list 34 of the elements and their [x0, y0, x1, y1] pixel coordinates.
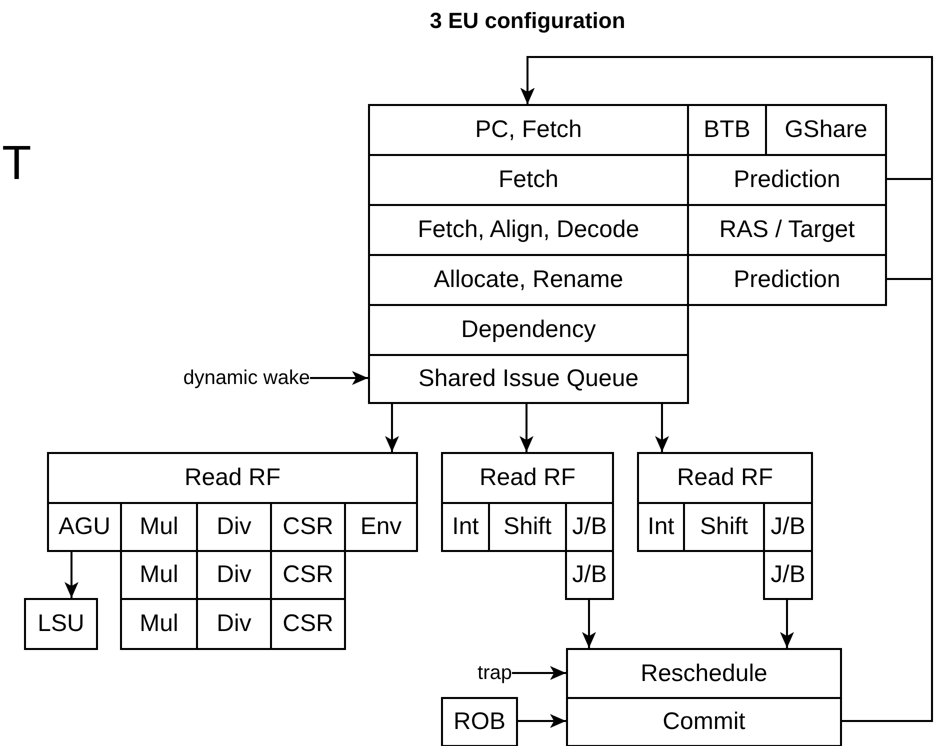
arrow: [520, 402, 534, 452]
partial-text: T: [2, 140, 32, 188]
stage-cell: Shared Issue Queue: [368, 354, 689, 404]
arrow: [655, 402, 669, 452]
stage-cell: Read RF: [637, 452, 813, 504]
arrow: [780, 598, 794, 648]
input-label: dynamic wake: [130, 360, 310, 396]
stage-cell: CSR: [270, 598, 346, 650]
stage-cell: LSU: [24, 598, 98, 650]
arrow: [582, 598, 596, 648]
stage-cell: Env: [344, 502, 418, 552]
input-label: trap: [420, 656, 512, 690]
arrow: [520, 56, 933, 722]
stage-cell: AGU: [47, 502, 122, 552]
arrow: [310, 371, 368, 385]
stage-cell: Prediction: [687, 254, 887, 306]
stage-cell: Read RF: [441, 452, 614, 504]
arrow: [385, 402, 399, 452]
stage-cell: Mul: [120, 598, 198, 650]
stage-cell: PC, Fetch: [368, 104, 689, 156]
arrow: [516, 714, 566, 728]
arrow: [64, 550, 78, 598]
stage-cell: ROB: [441, 697, 518, 746]
stage-cell: J/B: [763, 550, 813, 600]
title: 3 EU configuration: [428, 8, 626, 34]
stage-cell: Int: [637, 502, 685, 552]
stage-cell: Reschedule: [566, 648, 842, 699]
stage-cell: J/B: [565, 550, 614, 600]
stage-cell: GShare: [765, 104, 887, 156]
arrow: [512, 666, 566, 680]
stage-cell: Int: [441, 502, 490, 552]
stage-cell: Commit: [566, 697, 842, 746]
stage-cell: Read RF: [47, 452, 418, 504]
stage-cell: Dependency: [368, 304, 689, 356]
